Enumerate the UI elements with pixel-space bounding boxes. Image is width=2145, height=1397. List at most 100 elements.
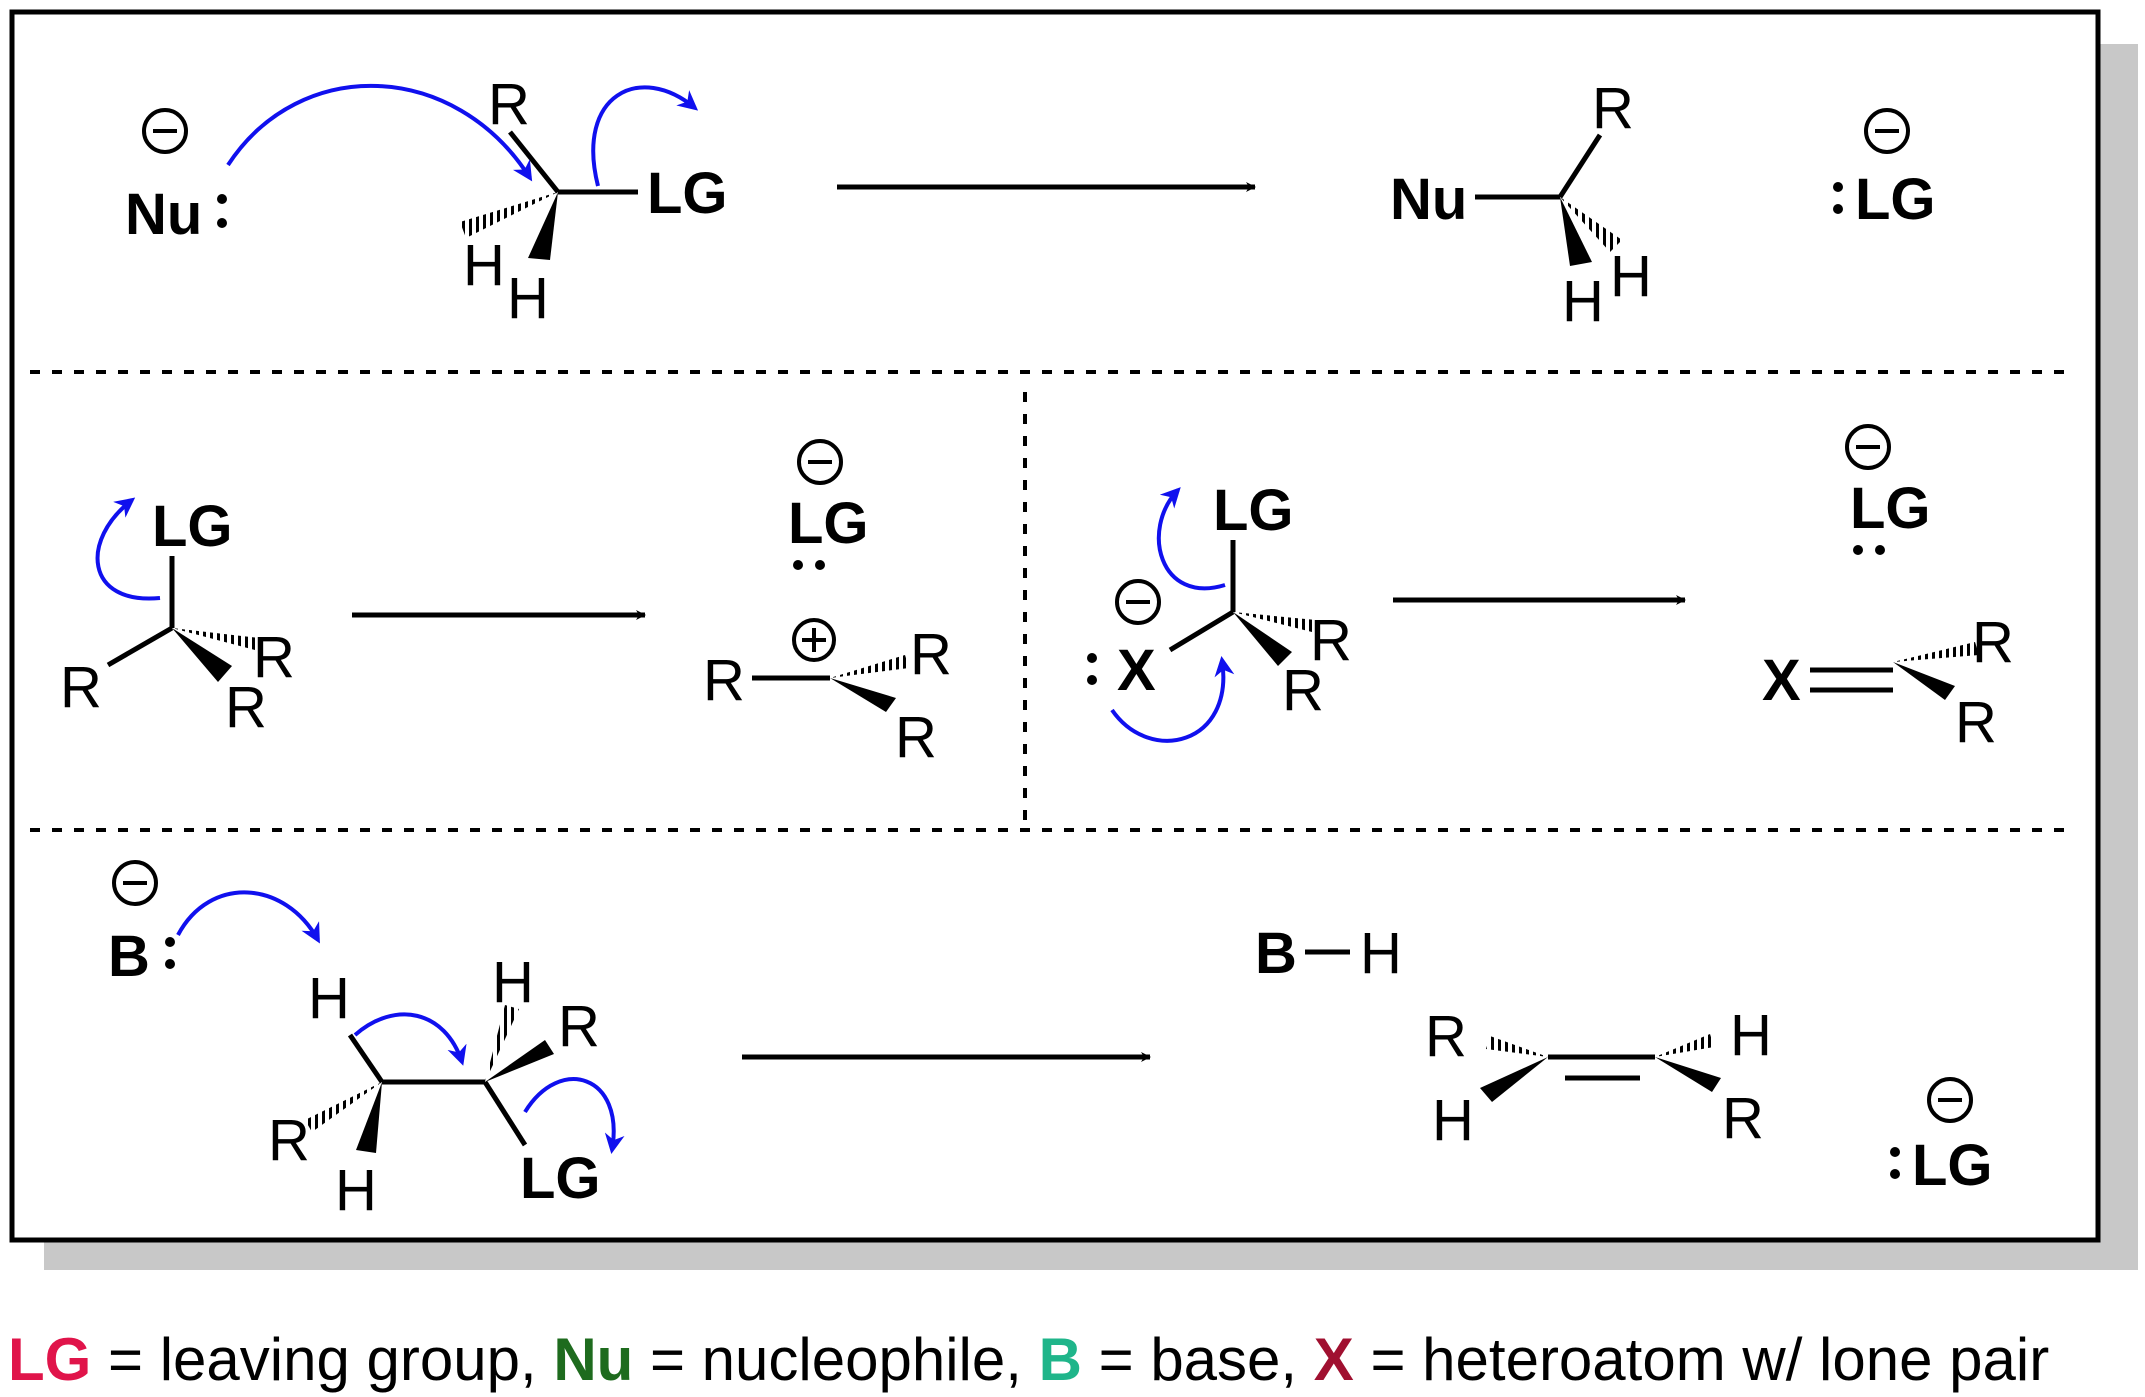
frame xyxy=(9,9,2101,1243)
panel-hetero-assisted: LG R R X LG X R R xyxy=(1087,424,2014,755)
solid-wedge-bond xyxy=(528,192,558,260)
panel-e2: B H R H H R LG B H R H H R xyxy=(108,860,1993,1223)
r-group-label: R xyxy=(268,1108,310,1173)
panel-sn1: LG R R R LG R R R xyxy=(60,439,952,770)
hashed-wedge-bond xyxy=(305,1082,382,1132)
hashed-wedge-bond xyxy=(1893,642,1979,662)
curved-arrow-icon xyxy=(95,497,161,601)
base-label: B xyxy=(1255,921,1297,986)
minus-charge-icon xyxy=(1845,424,1891,470)
minus-charge-icon xyxy=(1927,1077,1973,1123)
hashed-wedge-bond xyxy=(1233,612,1316,632)
r-group-label: R xyxy=(1425,1004,1467,1069)
r-group-label: R xyxy=(910,622,952,687)
legend-lg-abbr: LG xyxy=(8,1326,91,1393)
hashed-wedge-bond xyxy=(485,1005,519,1082)
solid-wedge-bond xyxy=(1893,662,1955,700)
r-group-label: R xyxy=(488,72,530,137)
legend-nu-abbr: Nu xyxy=(553,1326,633,1393)
solid-wedge-bond xyxy=(1655,1057,1721,1092)
lone-pair-icon xyxy=(793,560,825,570)
lone-pair-icon xyxy=(217,194,227,228)
panel-sn2: Nu R LG H H Nu R H H LG xyxy=(125,72,1936,334)
curved-arrow-icon xyxy=(1156,487,1226,591)
bond-c-r xyxy=(106,625,174,668)
plus-charge-icon xyxy=(792,618,836,662)
r-group-label: R xyxy=(558,994,600,1059)
nucleophile-label: Nu xyxy=(1390,167,1467,232)
r-group-label: R xyxy=(60,655,102,720)
curved-arrow-icon xyxy=(523,1077,625,1154)
h-label: H xyxy=(1562,269,1604,334)
bond-c-r xyxy=(1557,133,1603,199)
h-label: H xyxy=(1730,1003,1772,1068)
lone-pair-icon xyxy=(165,937,175,969)
section-dividers xyxy=(30,370,2072,832)
minus-charge-icon xyxy=(142,108,188,154)
legend-lg-text: = leaving group, xyxy=(91,1326,553,1393)
legend-b-abbr: B xyxy=(1039,1326,1082,1393)
solid-wedge-bond xyxy=(830,678,896,712)
leaving-group-label: LG xyxy=(1855,167,1936,232)
legend-b-text: = base, xyxy=(1082,1326,1314,1393)
minus-charge-icon xyxy=(797,439,843,485)
h-label: H xyxy=(308,966,350,1031)
lone-pair-icon xyxy=(1833,182,1843,214)
leaving-group-label: LG xyxy=(1850,476,1931,541)
leaving-group-label: LG xyxy=(647,161,728,226)
hashed-wedge-bond xyxy=(1560,197,1622,252)
r-group-label: R xyxy=(225,675,267,740)
solid-wedge-bond xyxy=(356,1082,382,1153)
curved-arrow-icon xyxy=(176,890,320,944)
nucleophile-label: Nu xyxy=(125,182,202,247)
legend-nu-text: = nucleophile, xyxy=(633,1326,1038,1393)
curved-arrow-icon xyxy=(1110,656,1235,743)
r-group-label: R xyxy=(253,625,295,690)
h-label: H xyxy=(1610,244,1652,309)
heteroatom-label: X xyxy=(1117,638,1156,703)
h-label: H xyxy=(463,233,505,298)
hashed-wedge-bond xyxy=(830,655,909,678)
bond-c-lg xyxy=(482,1080,528,1147)
curved-arrow-icon xyxy=(591,85,699,187)
bond-c-h xyxy=(347,1033,385,1084)
legend-x-abbr: X xyxy=(1314,1326,1354,1393)
r-group-label: R xyxy=(1955,690,1997,755)
lone-pair-icon xyxy=(1853,545,1885,555)
r-group-label: R xyxy=(1592,76,1634,141)
solid-wedge-bond xyxy=(485,1040,554,1082)
leaving-group-label: LG xyxy=(152,494,233,559)
leaving-group-label: LG xyxy=(1213,478,1294,543)
minus-charge-icon xyxy=(112,860,158,906)
r-group-label: R xyxy=(1310,608,1352,673)
solid-wedge-bond xyxy=(1233,612,1292,666)
r-group-label: R xyxy=(703,648,745,713)
minus-charge-icon xyxy=(1864,108,1910,154)
h-label: H xyxy=(1360,921,1402,986)
solid-wedge-bond xyxy=(172,628,232,682)
h-label: H xyxy=(335,1158,377,1223)
r-group-label: R xyxy=(1972,610,2014,675)
hashed-wedge-bond xyxy=(1655,1034,1714,1057)
legend-x-text: = heteroatom w/ lone pair xyxy=(1354,1326,2049,1393)
h-label: H xyxy=(492,950,534,1015)
h-label: H xyxy=(1432,1088,1474,1153)
hashed-wedge-bond xyxy=(1486,1036,1548,1057)
heteroatom-label: X xyxy=(1762,648,1801,713)
curved-arrow-icon xyxy=(226,83,533,182)
leaving-group-label: LG xyxy=(788,491,869,556)
bond-c-r xyxy=(508,130,560,194)
curved-arrow-icon xyxy=(353,1012,467,1066)
legend: LG = leaving group, Nu = nucleophile, B … xyxy=(8,1326,2049,1393)
r-group-label: R xyxy=(895,705,937,770)
lone-pair-icon xyxy=(1890,1147,1900,1179)
hashed-wedge-bond xyxy=(172,628,259,650)
base-label: B xyxy=(108,924,150,989)
solid-wedge-bond xyxy=(1560,197,1592,266)
hashed-wedge-bond xyxy=(460,192,558,238)
r-group-label: R xyxy=(1282,658,1324,723)
minus-charge-icon xyxy=(1115,579,1161,625)
h-label: H xyxy=(507,266,549,331)
lone-pair-icon xyxy=(1087,653,1097,685)
